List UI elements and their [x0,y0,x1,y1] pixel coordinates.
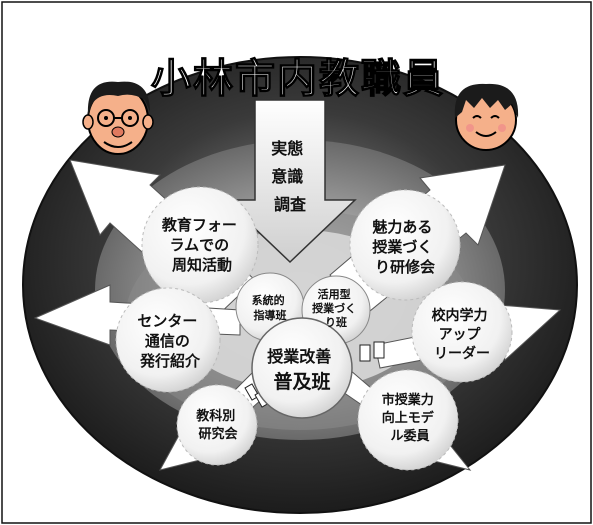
charm-line-3: り研修会 [375,258,435,276]
charm-line-2: 授業づく [372,238,432,256]
connector-box [373,341,385,359]
newsletter-line-2: 通信の [145,332,190,350]
node-city-committee [357,369,459,471]
center-line-1: 授業改善 [267,347,331,366]
leader-line-2: アップ [439,327,482,343]
forum-line-2: ラムでの [170,236,230,254]
utilization-label: 活用型 授業づく り班 [312,287,360,329]
newsletter-line-1: センター [137,312,197,330]
survey-label: 実態 意識 調査 [271,139,309,214]
leader-line-1: 校内学力 [432,307,488,324]
smiling-man-with-glasses-icon [82,81,154,155]
forum-line-1: 教育フォー [161,216,237,234]
school-leader-label: 校内学力 アップ リーダー [432,307,493,362]
survey-arrow [223,99,357,264]
center-label: 授業改善 普及班 [267,347,337,393]
survey-line-1: 実態 [271,139,303,158]
node-charm [349,189,461,301]
utilization-line-3: り班 [325,315,347,329]
subject-line-1: 教科別 [195,408,235,424]
node-subject-study [176,384,258,466]
node-school-leader [411,281,513,383]
subject-line-2: 研究会 [198,426,238,442]
smiling-child-icon [454,83,519,151]
outer-nodes [115,186,513,471]
committee-line-3: ル委員 [390,428,429,444]
forum-line-3: 周知活動 [172,256,232,274]
city-committee-label: 市授業力 向上モデ ル委員 [382,392,439,444]
utilization-line-1: 活用型 [318,287,351,301]
systematic-label: 系統的 指導班 [252,293,289,322]
center-line-2: 普及班 [273,370,330,393]
subject-study-label: 教科別 研究会 [195,408,240,442]
forum-label: 教育フォー ラムでの 周知活動 [161,216,242,274]
connector-box [359,344,371,362]
center-node [251,317,353,419]
leader-line-3: リーダー [434,345,490,362]
systematic-line-2: 指導班 [254,308,287,322]
charm-label: 魅力ある 授業づく り研修会 [372,218,437,276]
utilization-line-2: 授業づく [312,301,356,315]
newsletter-line-3: 発行紹介 [139,352,201,370]
committee-line-2: 向上モデ [382,410,435,426]
page-title: 小林市内教職員 [151,56,445,102]
survey-line-3: 調査 [274,195,306,214]
center-newsletter-label: センター 通信の 発行紹介 [137,312,202,370]
systematic-line-1: 系統的 [252,293,285,307]
committee-line-1: 市授業力 [382,392,434,408]
charm-line-1: 魅力ある [372,218,432,236]
survey-line-2: 意識 [271,167,303,186]
node-center-newsletter [115,287,221,393]
